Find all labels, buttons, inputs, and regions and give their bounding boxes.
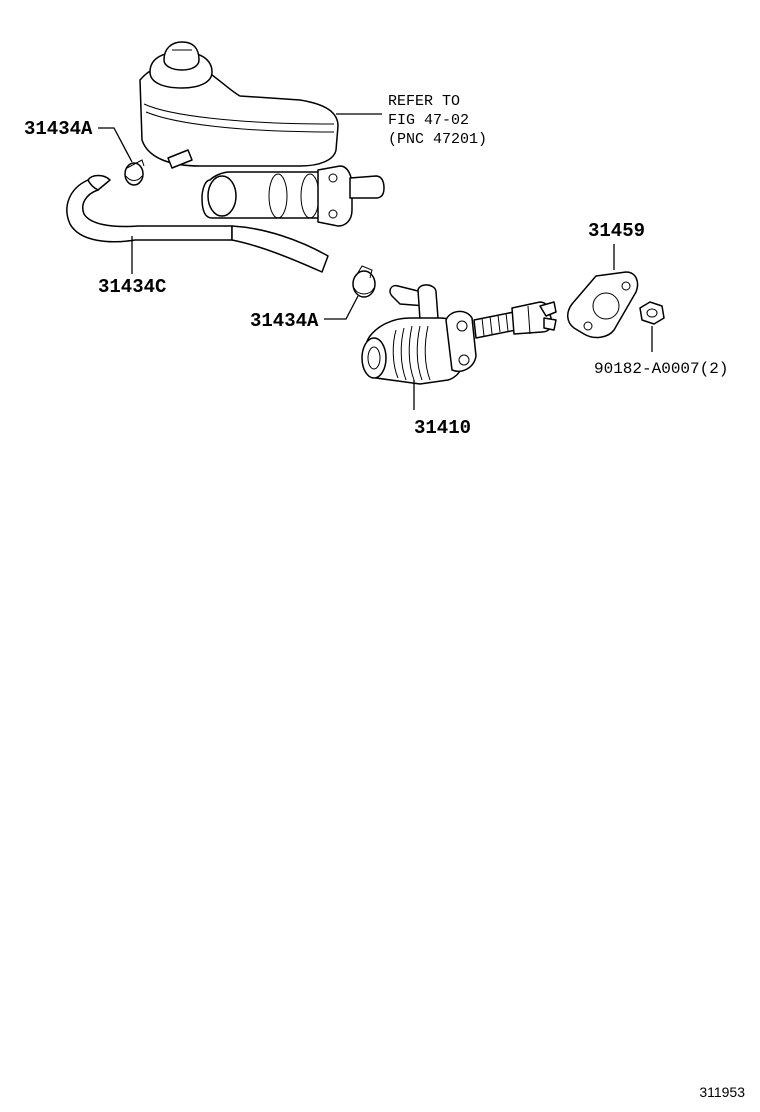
- label-clamp-lower: 31434A: [250, 310, 319, 332]
- label-gasket: 31459: [588, 220, 645, 242]
- lower-clamp-drawing: [352, 265, 376, 298]
- leader-lines: [98, 113, 653, 410]
- clutch-master-cylinder-drawing: [361, 284, 557, 385]
- reference-note-line3: (PNC 47201): [388, 131, 487, 148]
- figure-number: 311953: [699, 1084, 745, 1100]
- gasket-drawing: [567, 271, 639, 339]
- reference-note-line1: REFER TO: [388, 93, 460, 110]
- brake-master-cylinder-drawing: [139, 41, 385, 227]
- reservoir-hose-drawing: [66, 174, 329, 273]
- label-hose: 31434C: [98, 276, 166, 298]
- label-master-cylinder: 31410: [414, 417, 471, 439]
- reference-note-line2: FIG 47-02: [388, 112, 469, 129]
- label-nut: 90182-A0007(2): [594, 360, 728, 378]
- upper-clamp-drawing: [124, 159, 145, 186]
- nut-drawing: [639, 301, 665, 325]
- label-clamp-upper: 31434A: [24, 118, 93, 140]
